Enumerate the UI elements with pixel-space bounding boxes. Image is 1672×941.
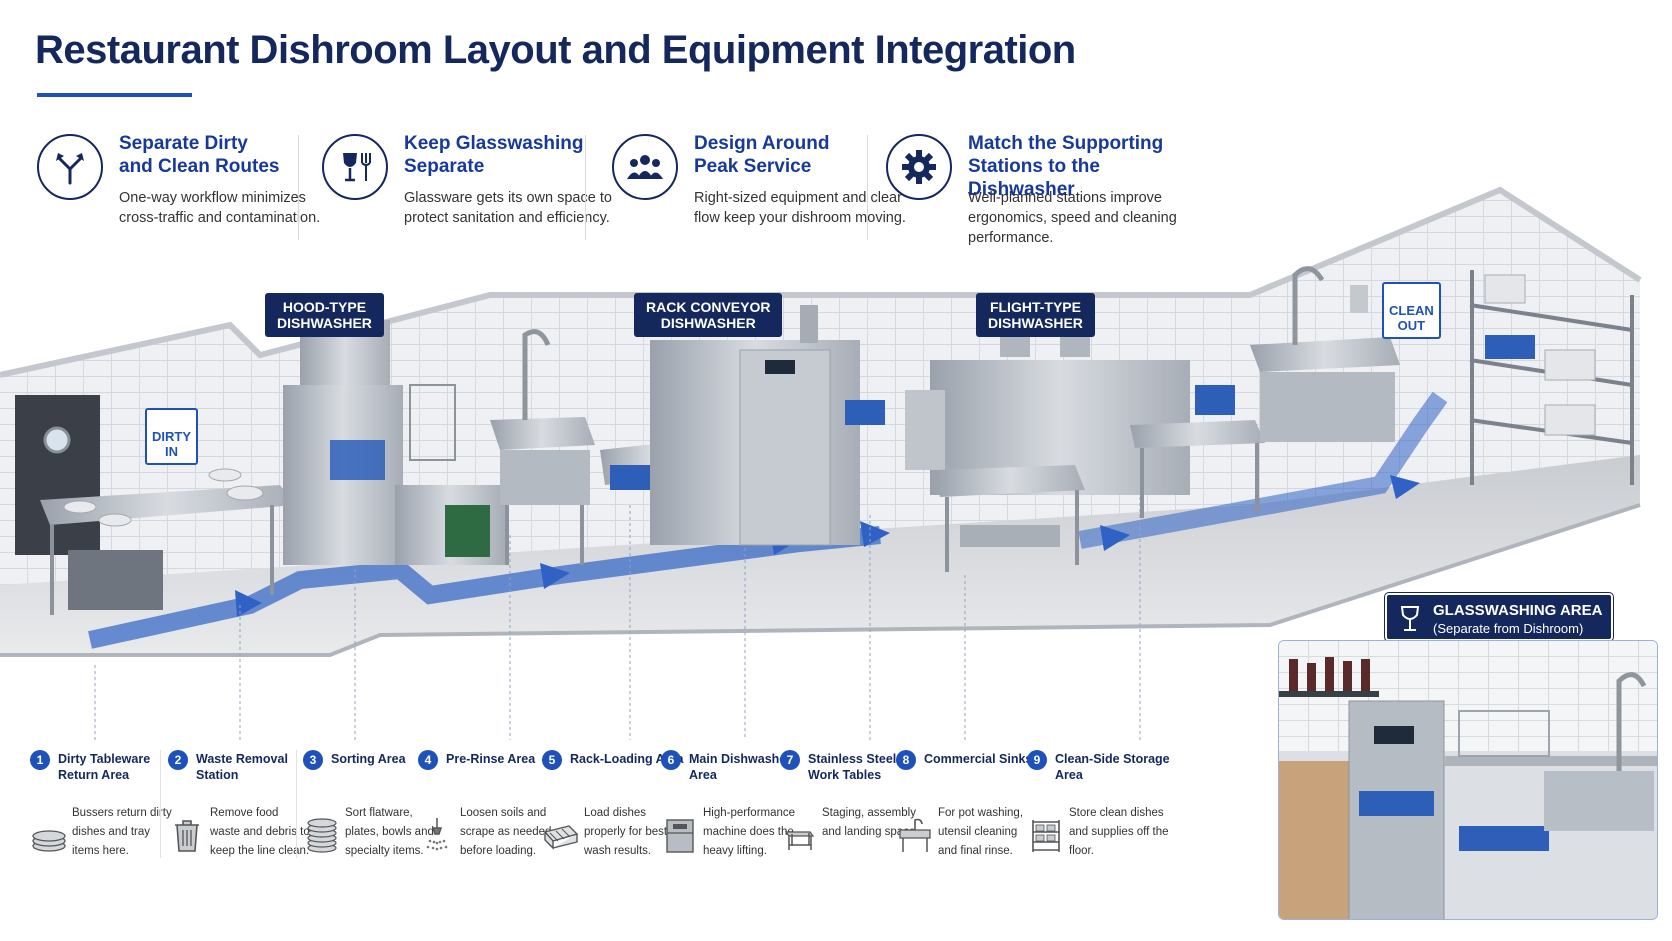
step-name: Clean-Side Storage Area [1055, 752, 1170, 782]
wine-glass-icon [1400, 606, 1420, 631]
step-number: 1 [30, 750, 50, 770]
principle-title: Match the Supporting Stations to the Dis… [968, 133, 1164, 200]
principle-title: Separate Dirty and Clean Routes [119, 133, 280, 177]
floor [0, 455, 1640, 655]
control-panel [765, 360, 795, 374]
step-desc: Loosen soils and scrape as needed before… [460, 807, 552, 857]
glasswashing-illustration [1278, 640, 1658, 920]
flight-type-label: FLIGHT-TYPE DISHWASHER [976, 293, 1095, 337]
principle-desc: Glassware gets its own space to protect … [404, 190, 612, 226]
spray-nozzle-icon [426, 818, 448, 851]
step-number: 6 [661, 750, 681, 770]
diverging-arrows-icon [37, 134, 103, 200]
dirty-in-text: DIRTY IN [152, 429, 191, 459]
storage-shelf-icon [1032, 820, 1060, 852]
step-desc: Load dishes properly for best wash resul… [584, 807, 668, 857]
principle-desc: One-way workflow minimizes cross-traffic… [119, 190, 321, 226]
rack-conveyor-dishwasher [600, 305, 885, 546]
step-name: Stainless Steel Work Tables [808, 752, 897, 782]
rack-conveyor-label: RACK CONVEYOR DISHWASHER [634, 293, 783, 337]
step-name: Pre-Rinse Area [446, 752, 536, 766]
step-number: 8 [896, 750, 916, 770]
step-desc: For pot washing, utensil cleaning and fi… [938, 807, 1024, 857]
pre-rinse-sink [490, 329, 595, 565]
plate-stack-icon [307, 818, 337, 853]
principle-divider [585, 135, 586, 240]
page-title: Restaurant Dishroom Layout and Equipment… [35, 28, 1076, 72]
step-number: 2 [168, 750, 188, 770]
title-underline [37, 93, 192, 97]
door-window [43, 426, 71, 454]
dirty-in-sign: DIRTY IN [145, 408, 198, 465]
glasswashing-subtitle: (Separate from Dishroom) [1433, 621, 1584, 636]
step-name: Waste Removal Station [196, 752, 288, 782]
clean-out-text: CLEAN OUT [1389, 303, 1434, 333]
step-desc: High-performance machine does the heavy … [703, 807, 796, 857]
trash-bin-icon [175, 820, 199, 852]
dish-rack-icon [543, 825, 579, 850]
step-number: 9 [1027, 750, 1047, 770]
step-name: Main Dishwasher Area [689, 752, 792, 782]
principle-desc: Well-planned stations improve ergonomics… [968, 190, 1177, 246]
sink-icon [899, 818, 931, 852]
dishroom-door [15, 395, 100, 555]
commercial-sinks [1250, 266, 1400, 442]
plate-rack [409, 384, 456, 461]
stacked-plates-icon [32, 830, 66, 852]
glasswashing-label: GLASSWASHING AREA (Separate from Dishroo… [1385, 593, 1613, 641]
step-desc: Remove food waste and debris to keep the… [210, 807, 310, 857]
step-number: 7 [780, 750, 800, 770]
bus-bin [68, 550, 163, 610]
step-number: 5 [542, 750, 562, 770]
step-desc: Staging, assembly and landing space. [822, 807, 919, 838]
people-group-icon [612, 134, 678, 200]
principle-divider [298, 135, 299, 240]
step-divider [296, 750, 297, 858]
stainless-work-table [1130, 420, 1265, 518]
step-name: Dirty Tableware Return Area [58, 752, 151, 782]
step-number: 4 [418, 750, 438, 770]
principle-desc: Right-sized equipment and clear flow kee… [694, 190, 906, 226]
dishwasher-machine-icon [666, 819, 694, 853]
step-number: 3 [303, 750, 323, 770]
step-name: Rack-Loading Area [570, 752, 684, 766]
dirty-return-table [40, 468, 295, 615]
step-name: Sorting Area [331, 752, 406, 766]
principle-title: Design Around Peak Service [694, 133, 830, 177]
clean-out-sign: CLEAN OUT [1382, 282, 1441, 339]
principle-divider [867, 135, 868, 240]
gear-icon [886, 134, 952, 200]
stainless-work-table [935, 465, 1085, 572]
step-desc: Store clean dishes and supplies off the … [1069, 807, 1169, 857]
work-table-icon [784, 831, 815, 850]
step-divider [160, 750, 161, 858]
waste-bin [445, 505, 490, 557]
hood-type-label: HOOD-TYPE DISHWASHER [265, 293, 384, 337]
step-name: Commercial Sinks [924, 752, 1033, 766]
glasswashing-title: GLASSWASHING AREA [1433, 602, 1603, 619]
principle-title: Keep Glasswashing Separate [404, 133, 584, 177]
step-desc: Sort flatware, plates, bowls and special… [345, 807, 434, 857]
wine-glass-fork-icon [322, 134, 388, 200]
clean-storage-shelving [1469, 270, 1634, 485]
flow-arrow-icon [235, 475, 1420, 617]
step-desc: Bussers return dirty dishes and tray ite… [72, 807, 172, 857]
